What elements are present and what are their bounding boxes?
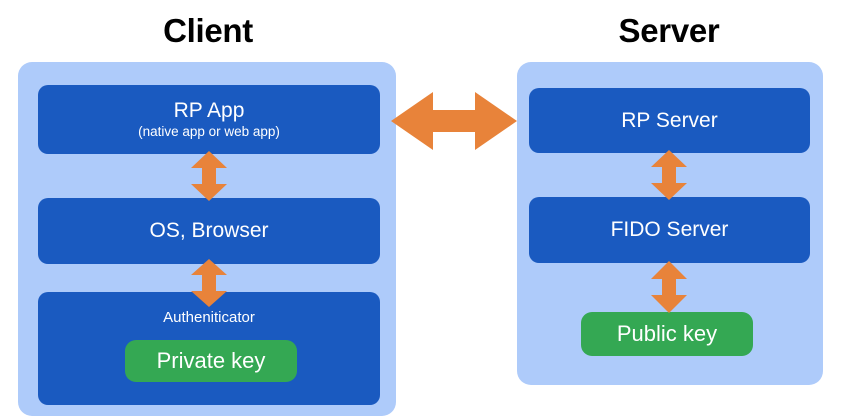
public-key-box: Public key bbox=[581, 312, 753, 356]
client-box-os-browser-title: OS, Browser bbox=[149, 219, 269, 243]
server-box-rp-server: RP Server bbox=[529, 88, 810, 153]
client-box-os-browser: OS, Browser bbox=[38, 198, 380, 264]
private-key-box: Private key bbox=[125, 340, 297, 382]
double-arrow-vertical-icon bbox=[191, 259, 227, 307]
client-heading: Client bbox=[163, 12, 253, 49]
server-box-fido-server-title: FIDO Server bbox=[610, 218, 729, 242]
client-box-rp-app-subtitle: (native app or web app) bbox=[138, 123, 280, 139]
double-arrow-horizontal-icon bbox=[391, 92, 517, 150]
client-box-rp-app-title: RP App bbox=[173, 99, 245, 123]
double-arrow-vertical-icon bbox=[191, 151, 227, 201]
client-box-authenticator-title: Autheniticator bbox=[163, 309, 255, 326]
server-box-rp-server-title: RP Server bbox=[621, 108, 718, 132]
double-arrow-vertical-icon bbox=[651, 150, 687, 200]
server-heading: Server bbox=[618, 12, 720, 49]
private-key-label: Private key bbox=[156, 348, 266, 373]
double-arrow-vertical-icon bbox=[651, 261, 687, 313]
client-box-rp-app: RP App (native app or web app) bbox=[38, 85, 380, 154]
server-box-fido-server: FIDO Server bbox=[529, 197, 810, 263]
public-key-label: Public key bbox=[616, 321, 718, 346]
